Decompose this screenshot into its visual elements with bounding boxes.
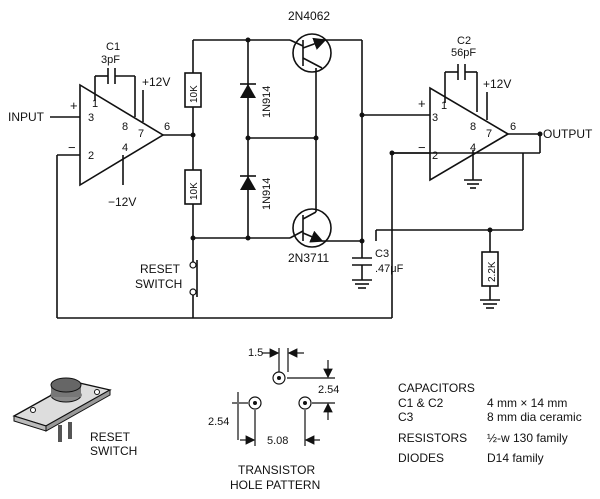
q1-label: 2N4062 [288, 9, 330, 23]
c2-value: 56pF [451, 47, 476, 59]
c2-label: C2 [457, 35, 471, 47]
transistor-q2 [289, 138, 332, 248]
dim-right: 2.54 [318, 384, 339, 396]
op-amp-1 [79, 83, 165, 187]
c1-label: C1 [106, 41, 120, 53]
spec-value-2: ½-w 130 family [487, 431, 568, 445]
oa1-minus: − [68, 140, 76, 155]
ground-c3 [352, 279, 372, 289]
reset-label-line2: SWITCH [135, 277, 182, 291]
ground-oa2 [464, 179, 482, 189]
oa1-pin-2: 2 [88, 150, 94, 162]
spec-value-0: 4 mm × 14 mm [487, 396, 567, 410]
dim-left: 2.54 [208, 416, 229, 428]
c3-label: C3 [375, 248, 389, 260]
reset-switch-illustration [12, 377, 112, 442]
oa2-pin-1: 1 [441, 100, 447, 112]
oa1-pin-1: 1 [92, 98, 98, 110]
diode-d1 [240, 83, 256, 98]
capacitor-c3 [352, 257, 372, 266]
spec-value-3: D14 family [487, 451, 544, 465]
spec-label-1: C3 [398, 410, 414, 424]
ground-r3 [480, 299, 500, 309]
oa1-plus: + [70, 98, 78, 113]
oa1-vpos: +12V [142, 75, 170, 89]
oa2-pin-2: 2 [432, 150, 438, 162]
q2-label: 2N3711 [288, 251, 329, 265]
specs-heading: CAPACITORS [398, 381, 475, 395]
spec-value-1: 8 mm dia ceramic [487, 410, 582, 424]
d1-label: 1N914 [261, 86, 273, 118]
capacitor-c2 [444, 64, 478, 112]
oa2-pin-3: 3 [432, 112, 438, 124]
switch-illust-line2: SWITCH [90, 444, 137, 458]
oa2-pin-6: 6 [510, 121, 516, 133]
spec-label-2: RESISTORS [398, 431, 467, 445]
r1-value: 10K [189, 85, 200, 103]
hole-pattern-title2: HOLE PATTERN [230, 478, 320, 492]
diode-d2 [240, 175, 256, 190]
oa2-minus: − [418, 140, 426, 155]
oa1-pin-8: 8 [122, 121, 128, 133]
oa1-pin-6: 6 [164, 121, 170, 133]
d2-label: 1N914 [261, 178, 273, 210]
spec-label-3: DIODES [398, 451, 444, 465]
dim-top: 1.5 [248, 347, 263, 359]
hole-pattern-title1: TRANSISTOR [238, 463, 315, 477]
op-amp-2 [429, 86, 510, 182]
capacitor-c1 [94, 68, 136, 117]
oa1-vneg: −12V [108, 195, 136, 209]
oa1-pin-3: 3 [88, 112, 94, 124]
output-label: OUTPUT [543, 127, 593, 141]
transistor-q1 [289, 33, 332, 138]
oa2-pin-4: 4 [470, 142, 476, 154]
c1-value: 3pF [101, 54, 120, 66]
reset-label-line1: RESET [140, 262, 181, 276]
r2-value: 10K [189, 182, 200, 200]
oa2-pin-8: 8 [470, 121, 476, 133]
oa2-plus: + [418, 96, 426, 111]
oa2-vpos: +12V [483, 77, 511, 91]
c3-value: .47μF [375, 263, 404, 275]
oa1-pin-7: 7 [138, 128, 144, 140]
spec-label-0: C1 & C2 [398, 396, 444, 410]
switch-illust-line1: RESET [90, 430, 131, 444]
hole-pattern [232, 348, 335, 446]
input-label: INPUT [8, 110, 45, 124]
oa2-pin-7: 7 [486, 128, 492, 140]
dim-bottom: 5.08 [267, 435, 288, 447]
r3-value: 2.2K [487, 261, 498, 282]
reset-switch-contacts [189, 260, 198, 297]
oa1-pin-4: 4 [122, 142, 128, 154]
